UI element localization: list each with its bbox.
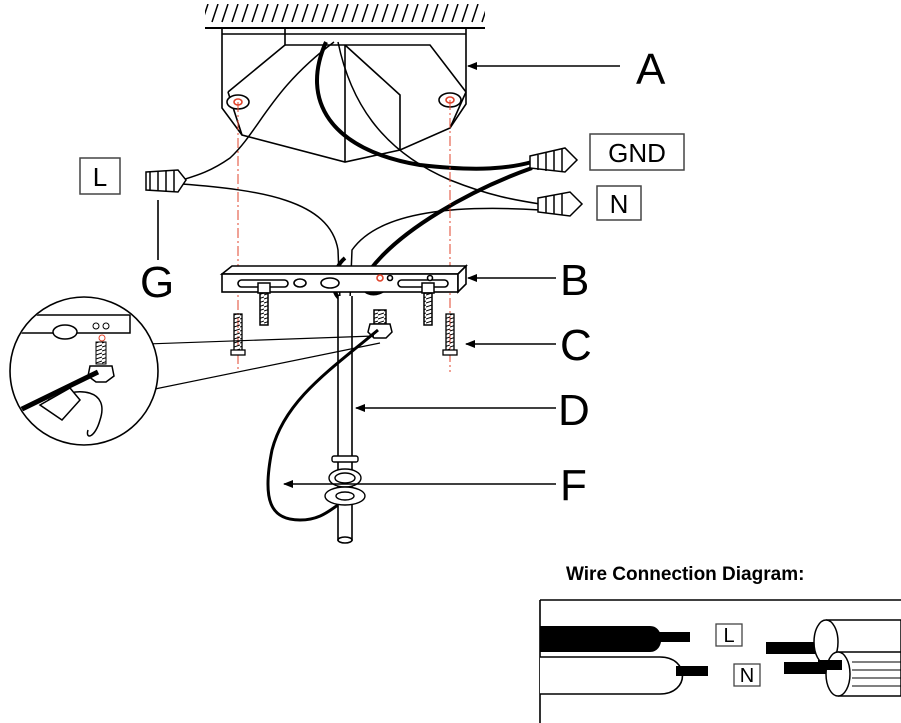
callout-a: A: [636, 45, 666, 94]
detail-magnifier: [9, 296, 381, 446]
callout-d: D: [558, 386, 590, 435]
wire-nut-gnd: [529, 147, 579, 173]
tag-n: N: [596, 185, 642, 221]
ground-screw: [367, 309, 393, 339]
legend-tag-n: N: [740, 665, 754, 687]
supply-wires: [181, 41, 541, 205]
bar-screw-left: [257, 282, 271, 326]
tag-l: L: [79, 157, 121, 195]
tag-gnd: GND: [589, 133, 685, 171]
threaded-pipe: [337, 296, 353, 544]
mounting-screw-right: [442, 313, 458, 356]
wire-nut-l: [145, 169, 187, 193]
junction-box: [221, 28, 467, 163]
tag-l-label: L: [93, 162, 107, 192]
mounting-screw-left: [230, 313, 246, 356]
callout-g: G: [140, 258, 174, 307]
ground-wire: [266, 328, 379, 522]
callout-c: C: [560, 321, 592, 370]
tag-gnd-label: GND: [608, 138, 666, 168]
bar-screw-right: [421, 282, 435, 326]
callout-b: B: [560, 256, 589, 305]
legend-tag-l: L: [723, 625, 734, 647]
wire-connection-panel: L N: [539, 599, 901, 723]
wire-nut-n: [537, 191, 584, 217]
mounting-bar: [219, 264, 468, 294]
wire-connection-title: Wire Connection Diagram:: [566, 564, 804, 585]
pipe-nut-washer: [324, 455, 366, 506]
ceiling: [205, 4, 485, 29]
callout-f: F: [560, 461, 587, 510]
callout-leaders: [157, 62, 620, 488]
tag-n-label: N: [610, 189, 629, 219]
